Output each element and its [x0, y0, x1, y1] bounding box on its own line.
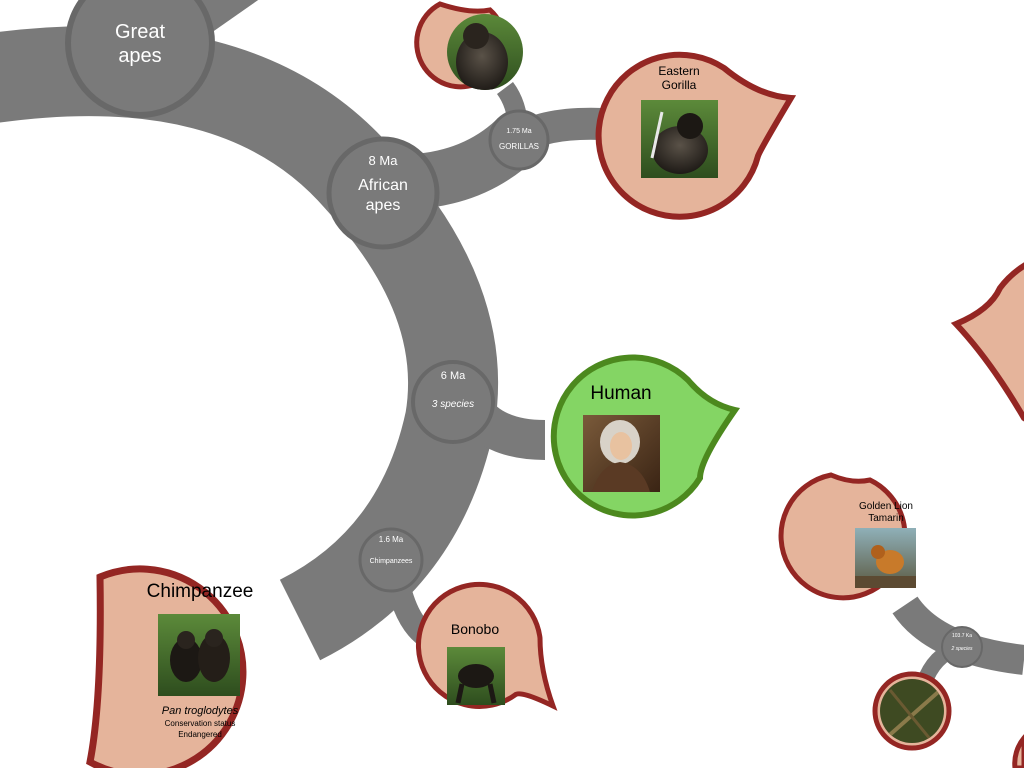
leaf-chimpanzee-latin: Pan troglodytes: [162, 705, 239, 717]
leaf-eastern-gorilla-name-2: Gorilla: [662, 78, 697, 92]
node-great-apes-label-1: Great: [115, 21, 165, 43]
node-chimpanzees-ring: [358, 527, 424, 593]
gorilla-photo-icon: [447, 14, 523, 90]
node-gorillas[interactable]: 1.75 Ma GORILLAS: [488, 109, 550, 171]
tamarin-photo-icon: [855, 528, 916, 588]
node-chimpanzees-age: 1.6 Ma: [379, 535, 404, 544]
leaf-bonobo[interactable]: Bonobo: [416, 581, 558, 711]
leaf-chimpanzee-name: Chimpanzee: [147, 581, 254, 602]
node-lion-tamarins-ring: [941, 626, 983, 668]
leaf-offscreen-bottom-right-shape: [1012, 734, 1024, 768]
tamarin-photo-icon: [880, 679, 944, 743]
node-great-apes-label-2: apes: [118, 45, 161, 67]
leaf-chimpanzee-status-label: Conservation status: [165, 719, 236, 728]
leaf-black-lion-tamarin[interactable]: [872, 671, 952, 751]
leaf-golden-lion-tamarin[interactable]: Golden Lion Tamarin: [778, 472, 916, 601]
node-gorillas-ring: [488, 109, 550, 171]
leaf-western-gorilla[interactable]: [414, 1, 525, 92]
node-chimpanzees[interactable]: 1.6 Ma Chimpanzees: [358, 527, 424, 593]
node-great-apes-ring: [65, 0, 215, 118]
gorilla-photo-icon: [641, 100, 718, 178]
node-chimpanzees-label: Chimpanzees: [370, 558, 413, 565]
leaf-chimpanzee-banner: YOUR NAME COULD GO HERE: [125, 524, 280, 566]
node-hominini[interactable]: 6 Ma 3 species: [411, 360, 495, 444]
node-lion-tamarins-label: 2 species: [950, 646, 973, 652]
leaf-golden-lion-tamarin-name-1: Golden Lion: [859, 501, 913, 512]
portrait-painting-icon: [583, 415, 660, 492]
node-hominini-age: 6 Ma: [441, 370, 466, 382]
leaf-human-name: Human: [590, 383, 651, 404]
node-african-apes-ring: [326, 136, 440, 250]
node-gorillas-label: GORILLAS: [499, 142, 539, 151]
leaf-chimpanzee[interactable]: YOUR NAME COULD GO HERE Chimpanzee Pan t…: [86, 524, 292, 768]
chimpanzee-photo-icon: [158, 614, 240, 696]
leaf-eastern-gorilla-name-1: Eastern: [658, 64, 699, 78]
node-gorillas-age: 1.75 Ma: [506, 128, 531, 135]
bonobo-photo-icon: [447, 647, 505, 705]
leaf-eastern-gorilla[interactable]: Eastern Gorilla: [595, 51, 797, 220]
leaf-offscreen-right-shape: [950, 262, 1024, 422]
leaf-chimpanzee-status-value: Endangered: [178, 730, 222, 739]
node-lion-tamarins-age: 103.7 Ka: [952, 633, 972, 639]
leaf-bonobo-name: Bonobo: [451, 621, 499, 637]
leaf-human[interactable]: Human: [550, 354, 741, 519]
node-hominini-label: 3 species: [432, 399, 474, 410]
node-african-apes-label-1: African: [358, 177, 408, 194]
leaf-offscreen-right[interactable]: [950, 252, 1024, 432]
node-great-apes[interactable]: Great apes: [65, 0, 215, 118]
node-african-apes-age: 8 Ma: [369, 153, 399, 168]
leaf-golden-lion-tamarin-name-2: Tamarin: [868, 513, 904, 524]
node-hominini-ring: [411, 360, 495, 444]
node-african-apes-label-2: apes: [366, 197, 401, 214]
leaf-offscreen-bottom-right[interactable]: [1012, 734, 1024, 768]
node-lion-tamarins[interactable]: 103.7 Ka 2 species: [941, 626, 983, 668]
node-african-apes[interactable]: 8 Ma African apes: [326, 136, 440, 250]
